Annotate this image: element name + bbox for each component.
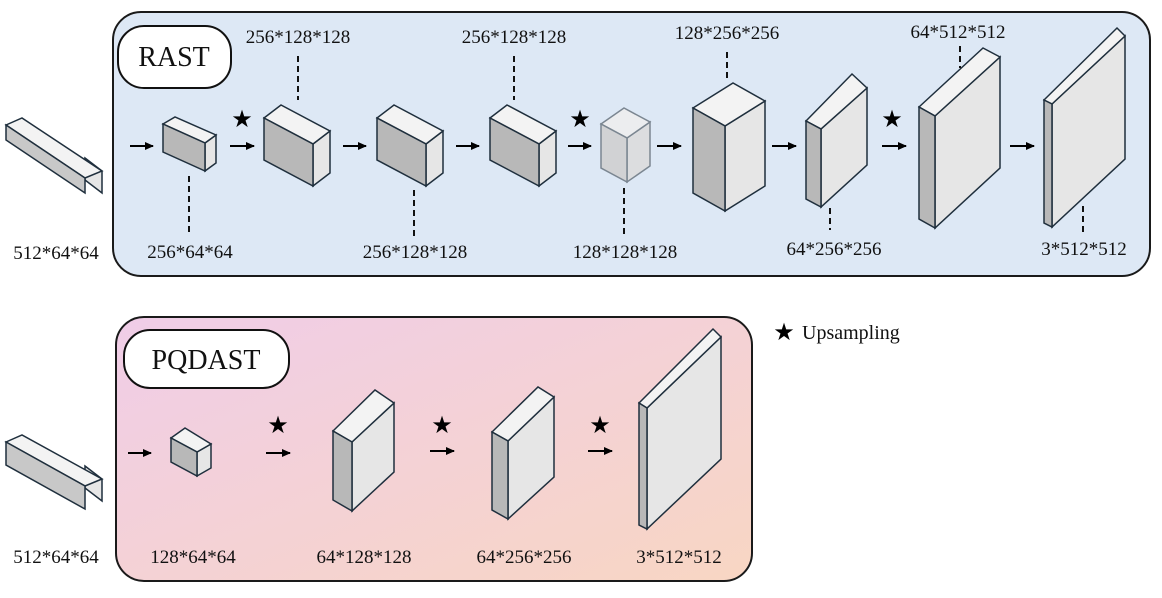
pqdast-label-2: 64*128*128 (317, 547, 412, 568)
pqdast-label-1: 128*64*64 (150, 547, 236, 568)
rast-block-4 (488, 104, 558, 188)
rast-title-box (117, 25, 232, 89)
rast-title: RAST (138, 42, 210, 73)
rast-label-7: 64*256*256 (787, 239, 882, 260)
pqdast-label-3: 64*256*256 (477, 547, 572, 568)
rast-upsample-star-1: ★ (231, 105, 253, 133)
pqdast-block-3 (490, 386, 556, 521)
pqdast-block-1 (169, 427, 213, 478)
pqdast-input-block (4, 434, 104, 511)
pqdast-upsample-star-3: ★ (589, 411, 611, 439)
legend-star-icon: ★ (773, 318, 795, 346)
rast-label-1: 256*64*64 (147, 242, 233, 263)
rast-label-5: 128*128*128 (573, 242, 678, 263)
pqdast-upsample-star-1: ★ (267, 411, 289, 439)
rast-block-6 (691, 82, 767, 213)
pqdast-title-box (123, 329, 290, 389)
rast-label-4: 256*128*128 (462, 27, 567, 48)
legend: ★ Upsampling (773, 318, 900, 346)
rast-block-5 (599, 107, 652, 184)
rast-label-2: 256*128*128 (246, 27, 351, 48)
pqdast-block-2 (331, 389, 396, 513)
rast-block-1 (161, 116, 218, 173)
rast-input-label: 512*64*64 (13, 243, 99, 264)
rast-label-3: 256*128*128 (363, 242, 468, 263)
pqdast-label-4: 3*512*512 (636, 547, 722, 568)
pqdast-title: PQDAST (152, 345, 261, 376)
rast-label-6: 128*256*256 (675, 23, 780, 44)
rast-block-7 (804, 72, 869, 209)
rast-input-block (4, 117, 104, 195)
legend-label: Upsampling (802, 322, 900, 344)
pqdast-input-label: 512*64*64 (13, 547, 99, 568)
rast-upsample-star-2: ★ (569, 105, 591, 133)
rast-block-2 (262, 104, 332, 188)
rast-block-8 (917, 47, 1002, 230)
pqdast-block-4 (637, 327, 723, 531)
pqdast-upsample-star-2: ★ (431, 411, 453, 439)
rast-block-9 (1042, 26, 1127, 229)
rast-label-8: 64*512*512 (911, 22, 1006, 43)
pqdast-arrows (128, 447, 613, 457)
rast-upsample-star-3: ★ (881, 105, 903, 133)
rast-block-3 (375, 104, 445, 188)
rast-label-9: 3*512*512 (1041, 239, 1127, 260)
